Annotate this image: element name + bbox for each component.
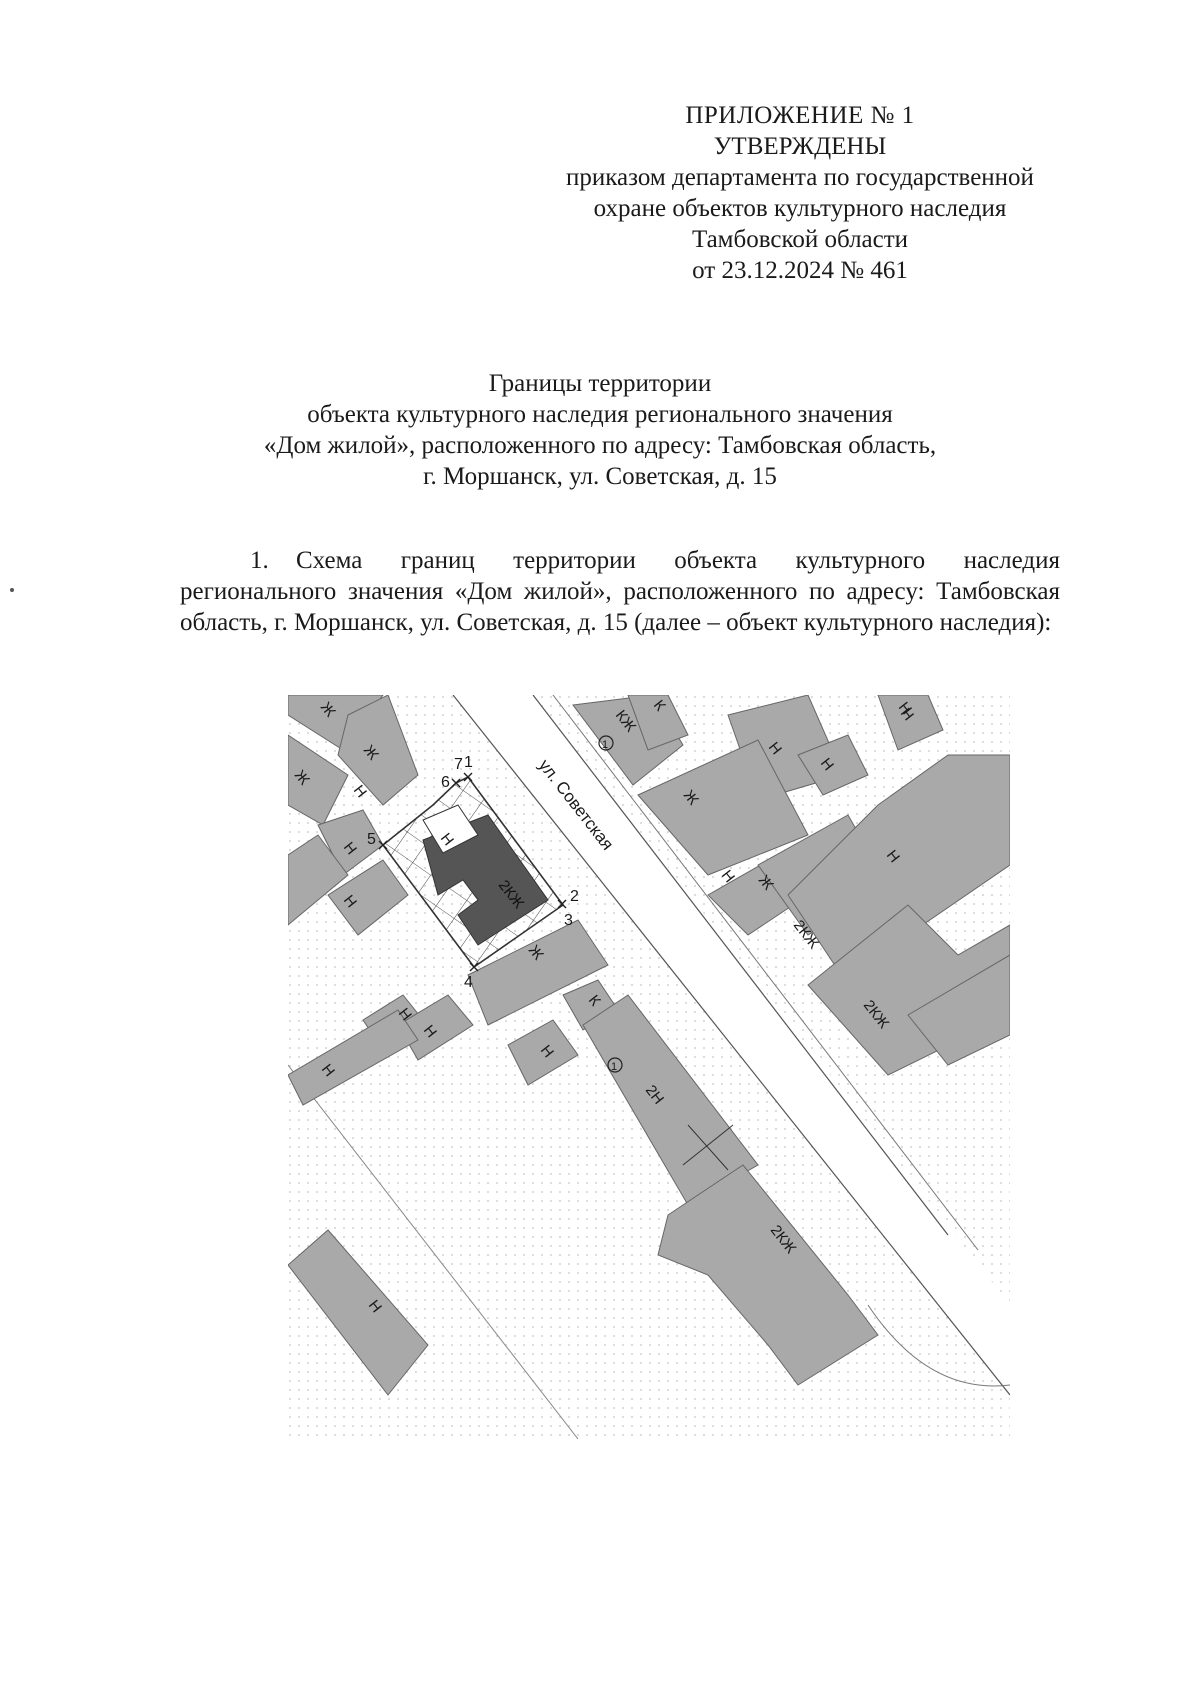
road-edge-left <box>452 695 1010 1396</box>
road-curve <box>867 1304 1010 1387</box>
building-b2 <box>337 695 419 806</box>
title-line-1: Границы территории <box>488 370 712 397</box>
marker-number-1: 1 <box>602 739 608 751</box>
document-title: Границы территории объекта культурного н… <box>150 368 1050 492</box>
numbered-markers: 1 1 <box>598 735 623 1073</box>
appendix-order-line1: приказом департамента по государственной <box>566 164 1034 191</box>
demolished-mark <box>682 1124 734 1171</box>
point-label-1: 1 <box>464 754 473 771</box>
title-line-3: «Дом жилой», расположенного по адресу: Т… <box>263 432 937 459</box>
appendix-order-line3: Тамбовской области <box>691 226 909 253</box>
building-b14 <box>657 1164 879 1386</box>
appendix-approved: УТВЕРЖДЕНЫ <box>713 133 887 160</box>
building-b16 <box>627 695 689 751</box>
building-b4 <box>288 834 349 926</box>
appendix-number: ПРИЛОЖЕНИЕ № 1 <box>685 102 915 129</box>
paragraph-1: 1.Схема границ территории объекта культу… <box>180 545 1060 638</box>
building-b6 <box>327 859 409 936</box>
boundary-scheme-map: 7 1 6 2 3 4 5 ул. Советская 2КЖ Н Ж Ж Н … <box>288 695 1010 1439</box>
building-b10 <box>288 1009 419 1106</box>
marker-number-2: 1 <box>611 1061 617 1073</box>
building-b27 <box>907 954 1010 1066</box>
building-b15 <box>288 1229 429 1396</box>
road-edge-right <box>532 695 949 1236</box>
paragraph-text: Схема границ территории объекта культурн… <box>180 547 1060 636</box>
appendix-order-line2: охране объектов культурного наследия <box>593 195 1007 222</box>
point-label-6: 6 <box>441 774 450 791</box>
building-b21 <box>637 739 809 876</box>
title-line-4: г. Моршанск, ул. Советская, д. 15 <box>423 463 777 490</box>
building-b19 <box>877 695 944 751</box>
point-label-2: 2 <box>570 888 579 905</box>
marker-circle-1 <box>598 735 614 751</box>
appendix-date: от 23.12.2024 № 461 <box>692 257 908 284</box>
point-label-4: 4 <box>464 974 473 991</box>
map-svg: 7 1 6 2 3 4 5 ул. Советская 2КЖ Н Ж Ж Н … <box>288 695 1010 1439</box>
building-b7 <box>467 919 609 1026</box>
title-line-2: объекта культурного наследия регионально… <box>307 401 893 428</box>
point-label-3: 3 <box>564 912 573 929</box>
appendix-header: ПРИЛОЖЕНИЕ № 1 УТВЕРЖДЕНЫ приказом депар… <box>520 100 1080 286</box>
building-b9 <box>397 994 474 1061</box>
point-label-7: 7 <box>454 756 463 773</box>
sidewalk-line <box>552 695 979 1251</box>
parcel-line <box>288 1064 579 1439</box>
building-b13 <box>582 994 759 1206</box>
heritage-annex <box>422 804 479 854</box>
building-b20 <box>797 734 869 796</box>
scan-speck <box>10 588 14 592</box>
paragraph-number: 1. <box>250 547 269 574</box>
point-label-5: 5 <box>367 831 376 848</box>
marker-circle-2 <box>607 1057 623 1073</box>
building-b11 <box>507 1019 579 1086</box>
